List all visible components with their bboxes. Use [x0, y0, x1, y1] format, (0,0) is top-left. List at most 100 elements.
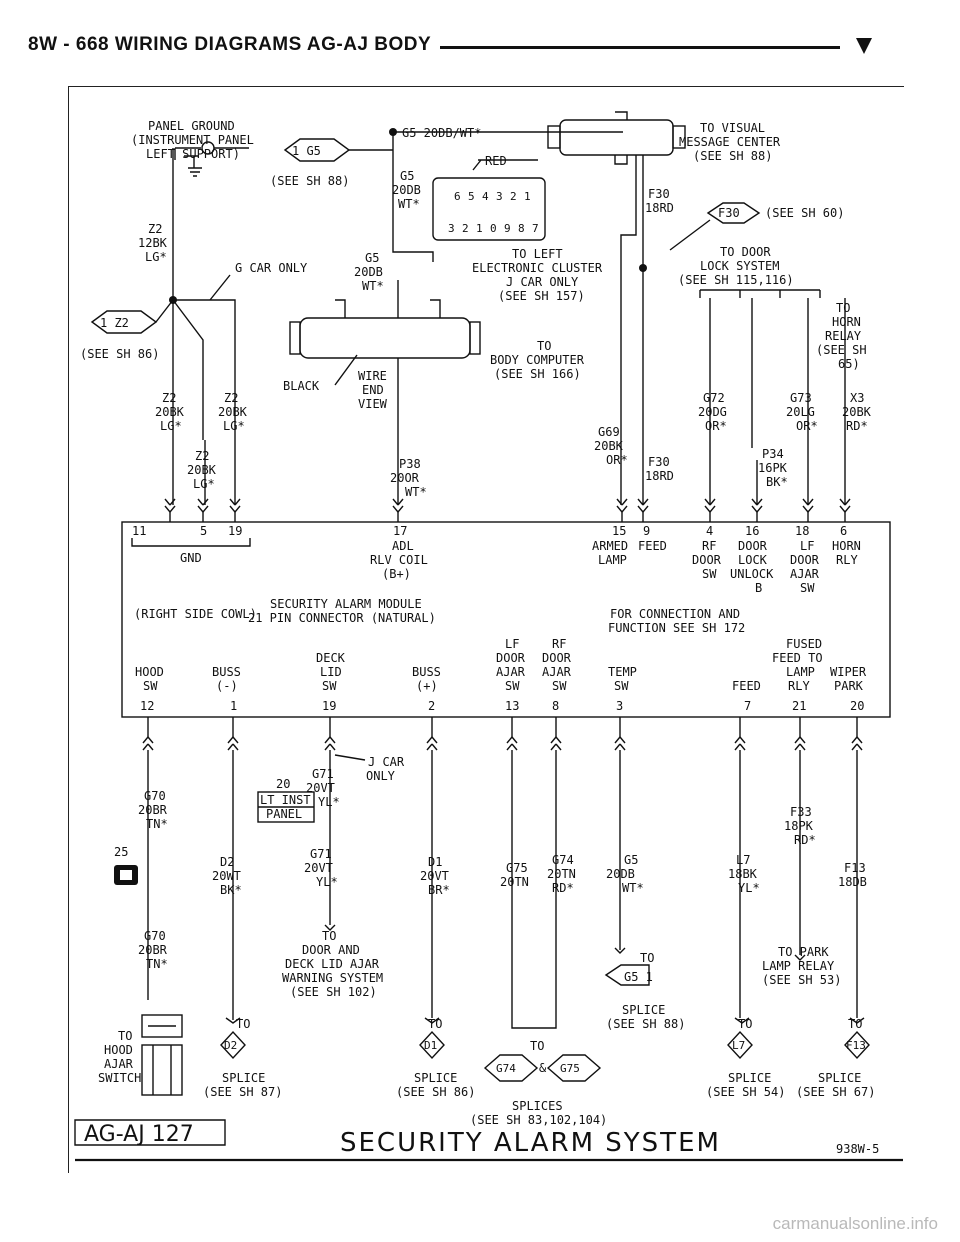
g5-wire-label: G5	[365, 251, 379, 265]
splice-label: (SEE SH 67)	[796, 1085, 875, 1099]
hood-sw-label: SW	[143, 679, 158, 693]
temp-sw-label: SW	[614, 679, 629, 693]
p38-wire-label: 20OR	[390, 471, 420, 485]
to-door-deck-label: WARNING SYSTEM	[282, 971, 383, 985]
lf-door-ajar-sw-label: LF	[505, 637, 519, 651]
d1-wire-label: 20VT	[420, 869, 449, 883]
to-door-deck-label: (SEE SH 102)	[290, 985, 377, 999]
ampersand: &	[539, 1061, 547, 1075]
g71-wire-label: YL*	[316, 875, 338, 889]
z2-wire-label: 20BK	[187, 463, 217, 477]
panel-ground-label: LEFT SUPPORT)	[146, 147, 240, 161]
lf-door-ajar-sw-label: AJAR	[496, 665, 526, 679]
module-pin-number: 8	[552, 699, 559, 713]
hood-ajar-switch-label: SWITCH	[98, 1071, 141, 1085]
p34-wire-label: BK*	[766, 475, 788, 489]
g69-wire-label: 20BK	[594, 439, 624, 453]
g71-wire-label: 20VT	[304, 861, 333, 875]
header-triangle-icon	[856, 38, 872, 54]
to-door-lock-label: LOCK SYSTEM	[700, 259, 779, 273]
to-visual-label: (SEE SH 88)	[693, 149, 772, 163]
system-title: SECURITY ALARM SYSTEM	[340, 1128, 721, 1158]
connector-pin-label: 3	[448, 222, 455, 235]
f33-wire-label: RD*	[794, 833, 816, 847]
wire-end-view-label: WIRE	[358, 369, 387, 383]
buss-plus-label: (+)	[416, 679, 438, 693]
f30-connector-ref: F30	[718, 206, 740, 220]
splice-label: (SEE SH 87)	[203, 1085, 282, 1099]
g70-wire-label: G70	[144, 789, 166, 803]
watermark: carmanualsonline.info	[772, 1214, 938, 1233]
z2-wire-label: 20BK	[218, 405, 248, 419]
figure-code: 938W-5	[836, 1142, 879, 1156]
j-car-only-label: ONLY	[366, 769, 396, 783]
module-pin-number: 19	[228, 524, 242, 538]
z2-wire-label: LG*	[160, 419, 182, 433]
page-header: 8W - 668 WIRING DIAGRAMS AG-AJ BODY	[28, 34, 432, 55]
p38-wire-label: P38	[399, 457, 421, 471]
module-pin-number: 7	[744, 699, 751, 713]
module-pin-number: 4	[706, 524, 713, 538]
d2-wire-label: 20WT	[212, 869, 241, 883]
connector-number-label: 25	[114, 845, 128, 859]
j-car-only-label: J CAR	[368, 755, 405, 769]
to-door-deck-label: DOOR AND	[302, 943, 360, 957]
connector-pin-label: 7	[532, 222, 539, 235]
g72-wire-label: 20DG	[698, 405, 727, 419]
module-pin-number: 5	[200, 524, 207, 538]
connector-pin-label: 0	[490, 222, 497, 235]
module-pin-number: 18	[795, 524, 809, 538]
rf-door-ajar-sw-label: SW	[552, 679, 567, 693]
rf-door-ajar-sw-label: AJAR	[542, 665, 572, 679]
g74-wire-label: 20TN	[547, 867, 576, 881]
adl-rlv-label: ADL	[392, 539, 414, 553]
door-lock-label: DOOR	[738, 539, 768, 553]
d1-wire-label: BR*	[428, 883, 450, 897]
d1-wire-label: D1	[428, 855, 442, 869]
connector-pin-label: 3	[496, 190, 503, 203]
bottom-labels: J CAR ONLY G71 20VT YL* 20 LT INST PANEL…	[98, 755, 875, 1127]
d2-splice-ref: D2	[224, 1039, 237, 1052]
lf-door-ajar-label: DOOR	[790, 553, 820, 567]
hood-ajar-switch-label: AJAR	[104, 1057, 134, 1071]
diagram-footer: AG-AJ 127 SECURITY ALARM SYSTEM 938W-5	[84, 1122, 879, 1158]
see-sheet-label: (SEE SH 60)	[765, 206, 844, 220]
rf-door-sw-label: RF	[702, 539, 716, 553]
feed-label: FEED	[638, 539, 667, 553]
adl-rlv-label: (B+)	[382, 567, 411, 581]
g-car-only-label: G CAR ONLY	[235, 261, 308, 275]
f33-wire-label: F33	[790, 805, 812, 819]
to-label: TO	[428, 1017, 442, 1031]
f33-wire-label: 18PK	[784, 819, 814, 833]
page-footer	[0, 1218, 960, 1242]
to-visual-label: TO VISUAL	[700, 121, 765, 135]
to-horn-relay-label: TO	[836, 301, 850, 315]
l7-wire-label: YL*	[738, 881, 760, 895]
z2-wire-label: LG*	[193, 477, 215, 491]
horn-rly-label: RLY	[836, 553, 858, 567]
x3-wire-label: 20BK	[842, 405, 872, 419]
to-label: TO	[738, 1017, 752, 1031]
l7-wire-label: L7	[736, 853, 750, 867]
f30-wire-label: F30	[648, 187, 670, 201]
connector-pin-label: 8	[518, 222, 525, 235]
g73-wire-label: OR*	[796, 419, 818, 433]
g5-wire-label: WT*	[398, 197, 420, 211]
hood-sw-label: HOOD	[135, 665, 164, 679]
g69-wire-label: G69	[598, 425, 620, 439]
connector-pin-label: 1	[476, 222, 483, 235]
connector-pin-label: 2	[462, 222, 469, 235]
connector-pin-label: 5	[468, 190, 475, 203]
deck-lid-sw-label: DECK	[316, 651, 346, 665]
module-pin-number: 3	[616, 699, 623, 713]
x3-wire-label: X3	[850, 391, 864, 405]
rf-door-sw-label: DOOR	[692, 553, 722, 567]
connector-pin-label: 6	[454, 190, 461, 203]
g74-splice-ref: G74	[496, 1062, 516, 1075]
g70-wire-label: 20BR	[138, 943, 168, 957]
red-label: RED	[485, 154, 507, 168]
module-pin-number: 13	[505, 699, 519, 713]
z2-wire-label: Z2	[148, 222, 162, 236]
buss-plus-label: BUSS	[412, 665, 441, 679]
